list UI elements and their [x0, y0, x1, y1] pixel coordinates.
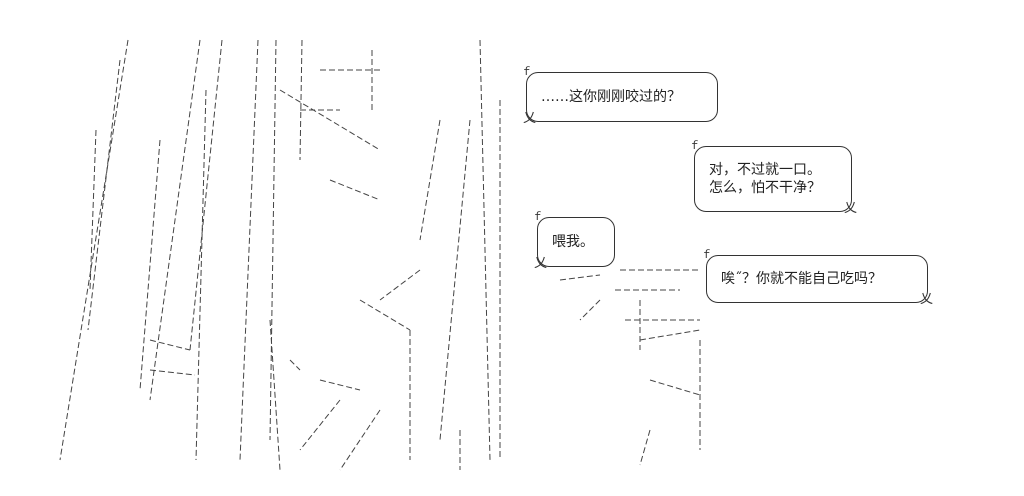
bubble-tail-icon: 乂: [843, 201, 857, 216]
art-stroke: [149, 39, 201, 401]
bubble-text-line: 唉˝？你就不能自己吃吗？: [721, 271, 882, 287]
art-stroke: [269, 39, 277, 441]
bubble-text-line: 喂我。: [552, 234, 594, 250]
art-stroke: [195, 89, 207, 461]
bubble-text-line: 怎么，怕不干净？: [709, 180, 821, 196]
art-stroke: [269, 319, 281, 471]
art-stroke: [379, 269, 421, 301]
art-stroke: [59, 39, 129, 461]
art-stroke: [559, 274, 601, 281]
bubble-tail-icon: 乂: [919, 292, 933, 307]
art-stroke: [239, 39, 259, 461]
bubble-tail-icon: 乂: [523, 111, 537, 126]
bubble-corner-mark: ｆ: [701, 248, 712, 261]
bubble-text-line: ……这你刚刚咬过的？: [541, 89, 681, 105]
art-stroke: [639, 329, 701, 341]
speech-bubble-4: ｆ 唉˝？你就不能自己吃吗？ 乂: [701, 248, 933, 306]
art-stroke: [419, 119, 441, 241]
art-stroke: [339, 409, 381, 471]
art-stroke: [579, 299, 601, 321]
art-stroke: [649, 379, 701, 396]
art-stroke: [639, 429, 651, 466]
art-stroke: [189, 39, 223, 351]
art-stroke: [279, 89, 381, 151]
speech-bubble-3: ｆ 喂我。 乂: [532, 210, 615, 271]
art-stroke: [299, 399, 341, 451]
bubble-corner-mark: ｆ: [521, 65, 532, 78]
art-stroke: [149, 339, 191, 351]
art-stroke: [319, 379, 361, 391]
art-stroke: [149, 369, 196, 376]
bubble-corner-mark: ｆ: [689, 139, 700, 152]
art-stroke: [359, 299, 411, 331]
art-stroke: [87, 59, 121, 331]
speech-bubble-2: ｆ 对，不过就一口。 怎么，怕不干净？ 乂: [689, 139, 857, 215]
art-stroke: [289, 359, 301, 371]
art-stroke: [439, 119, 471, 441]
bubble-tail-icon: 乂: [534, 256, 548, 271]
bubble-text-line: 对，不过就一口。: [709, 162, 821, 178]
art-stroke: [139, 139, 161, 391]
art-stroke: [329, 179, 381, 201]
speech-bubble-1: ｆ ……这你刚刚咬过的？ 乂: [521, 65, 718, 126]
art-stroke: [479, 39, 491, 461]
art-stroke: [299, 39, 303, 161]
bubble-corner-mark: ｆ: [532, 210, 543, 223]
